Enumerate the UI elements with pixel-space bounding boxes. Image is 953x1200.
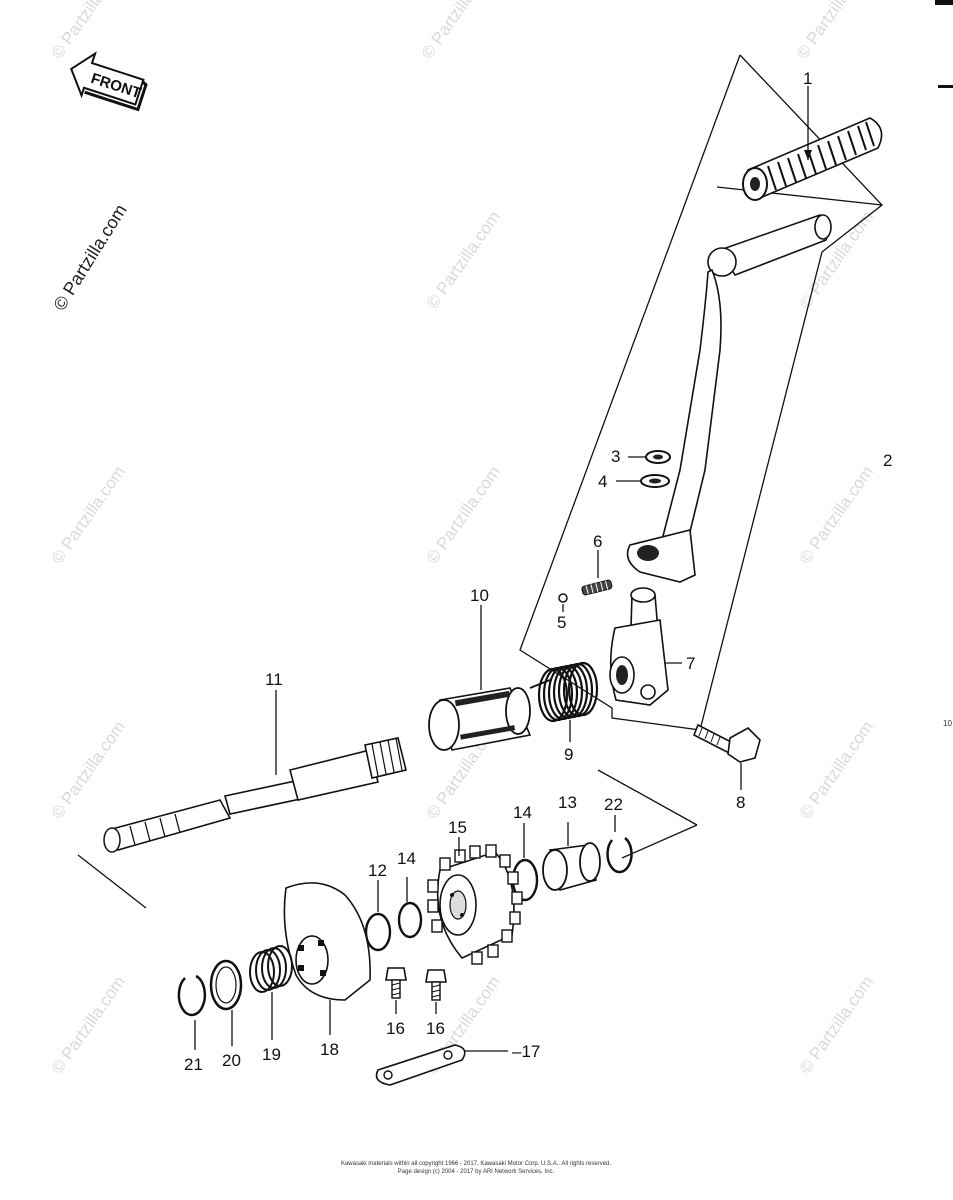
shaft-assembly-line <box>77 854 147 909</box>
kick-shaft <box>103 737 407 853</box>
copyright-line-2: Page design (c) 2004 - 2017 by ARI Netwo… <box>398 1169 555 1175</box>
grip-guide-line <box>716 186 883 206</box>
small-spring <box>581 579 613 596</box>
callout-9: 9 <box>564 745 573 764</box>
watermark: © Partzilla.com <box>48 973 129 1078</box>
watermark: © Partzilla.com <box>48 463 129 568</box>
front-arrow-icon: FRONT <box>69 51 148 112</box>
washer-20 <box>209 959 243 1011</box>
callout-12: 12 <box>368 861 387 880</box>
callout-17: –17 <box>512 1042 540 1061</box>
watermark: © Partzilla.com <box>423 463 504 568</box>
callout-10: 10 <box>470 586 489 605</box>
collar <box>542 842 601 891</box>
circlip-12 <box>364 912 392 952</box>
ratchet-spring <box>249 945 293 993</box>
washer <box>640 474 670 488</box>
bolt-16a <box>385 967 407 999</box>
callout-11: 11 <box>265 670 283 689</box>
shaft-assembly-line <box>597 769 698 826</box>
watermark: © Partzilla.com <box>48 718 129 823</box>
pinch-bolt <box>692 723 761 763</box>
callout-2: 2 <box>883 451 892 470</box>
callout-16b: 16 <box>426 1019 445 1038</box>
callout-18: 18 <box>320 1040 339 1059</box>
washer-14b <box>397 901 423 939</box>
nut <box>645 450 671 464</box>
watermark-dark: © Partzilla.com <box>49 201 130 314</box>
edge-mark <box>938 85 953 88</box>
watermark: © Partzilla.com <box>796 463 877 568</box>
watermark: © Partzilla.com <box>48 0 129 62</box>
watermark: © Partzilla.com <box>423 208 504 313</box>
pedal-boss <box>609 587 669 706</box>
callout-15: 15 <box>448 818 467 837</box>
callout-20: 20 <box>222 1051 241 1070</box>
callout-7: 7 <box>686 654 695 673</box>
watermark: © Partzilla.com <box>793 0 874 62</box>
circlip-22 <box>606 837 633 874</box>
watermark: © Partzilla.com <box>418 0 499 62</box>
pedal-assembly-outline <box>519 54 883 731</box>
leader-1-arrow <box>804 150 812 160</box>
callout-19: 19 <box>262 1045 281 1064</box>
edge-fragment: 10 <box>943 719 952 728</box>
watermark: © Partzilla.com <box>796 718 877 823</box>
callout-14b: 14 <box>397 849 416 868</box>
callout-6: 6 <box>593 532 602 551</box>
watermark: © Partzilla.com <box>796 973 877 1078</box>
callout-5: 5 <box>557 613 566 632</box>
callout-4: 4 <box>598 472 607 491</box>
kick-gear <box>427 844 523 965</box>
edge-mark <box>935 0 953 5</box>
ratchet <box>283 882 371 1001</box>
callout-8: 8 <box>736 793 745 812</box>
shaft-assembly-line <box>621 824 698 859</box>
callout-labels: 1 2 3 4 5 6 7 8 9 10 11 12 13 14 14 15 1… <box>184 69 892 1074</box>
spring-guide <box>428 687 532 751</box>
guide-plate <box>375 1044 466 1086</box>
bolt-16b <box>425 969 447 1001</box>
callout-16a: 16 <box>386 1019 405 1038</box>
callout-22: 22 <box>604 795 623 814</box>
callout-21: 21 <box>184 1055 203 1074</box>
copyright-line-1: Kawasaki materials within all copyright … <box>341 1161 611 1167</box>
callout-14a: 14 <box>513 803 532 822</box>
pedal-rubber-grip <box>742 117 883 201</box>
callout-1: 1 <box>803 69 812 88</box>
callout-13: 13 <box>558 793 577 812</box>
return-spring <box>529 661 599 723</box>
circlip-21 <box>177 974 207 1017</box>
callout-3: 3 <box>611 447 620 466</box>
kick-pedal-arm <box>626 214 832 583</box>
steel-ball <box>558 593 568 603</box>
